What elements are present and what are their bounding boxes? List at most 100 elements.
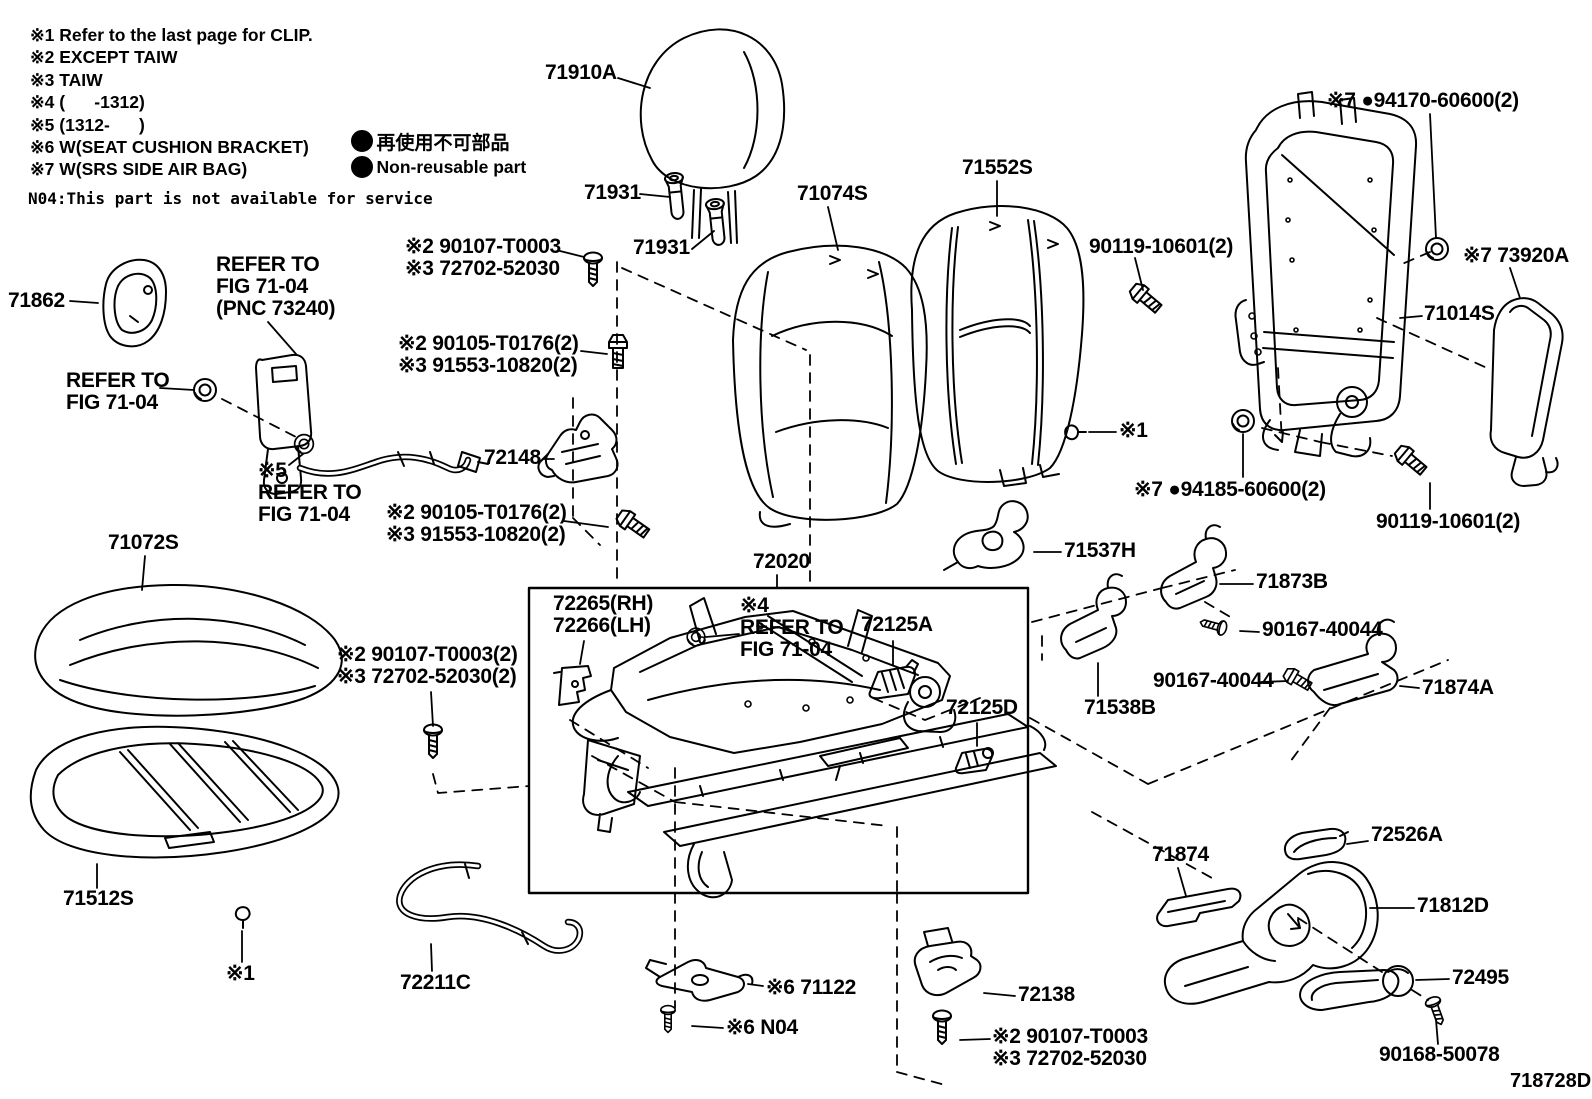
headrest-support-art-2 xyxy=(704,197,730,247)
nut-94170-art xyxy=(1425,237,1449,261)
legend-note-line: ※6 W(SEAT CUSHION BRACKET) xyxy=(30,137,309,158)
bolt-90119-top-art xyxy=(1126,279,1166,317)
part-label-94170: ※7 ●94170-60600(2) xyxy=(1327,89,1519,112)
screw-90107-mid-art xyxy=(423,723,443,759)
screw-90167-top-art xyxy=(1197,614,1229,637)
non-reusable-bullets xyxy=(351,130,373,178)
bolt-90105-top-art xyxy=(608,334,628,369)
part-label-72125D: 72125D xyxy=(946,696,1018,719)
assembly-dashed-lines xyxy=(221,251,1488,1086)
bracket-71873B-art xyxy=(1160,524,1228,610)
part-label-clip-2: ※1 xyxy=(1119,419,1148,442)
bolt-90105-low-art xyxy=(613,506,653,542)
part-label-refer-left: REFER TO FIG 71-04 xyxy=(66,369,170,414)
part-label-71873B: 71873B xyxy=(1256,570,1328,593)
part-label-90119-b: 90119-10601(2) xyxy=(1376,510,1521,533)
part-label-clip-1: ※1 xyxy=(226,962,255,985)
retainer-72125A-art xyxy=(868,659,919,700)
part-label-71874: 71874 xyxy=(1152,843,1209,866)
legend-note-line: ※3 TAIW xyxy=(30,69,103,90)
part-label-94185: ※7 ●94185-60600(2) xyxy=(1134,478,1326,501)
part-label-73920A: ※7 73920A xyxy=(1463,244,1569,267)
dashed-arrowhead xyxy=(1274,431,1284,443)
shield-71812D-art xyxy=(1164,861,1379,1005)
leader-lines xyxy=(69,77,1521,1045)
part-label-71072S: 71072S xyxy=(108,531,179,554)
seat-track-assembly-art xyxy=(527,586,1057,899)
retainer-72265-art xyxy=(553,665,592,706)
non-reusable-label-en: Non-reusable part xyxy=(376,156,527,177)
non-reusable-bullet-icon: ● xyxy=(352,127,367,155)
part-label-90107-c: ※2 90107-T0003 ※3 72702-52030 xyxy=(992,1025,1148,1070)
diagram-id: 718728D xyxy=(1510,1070,1592,1092)
part-label-71931-b: 71931 xyxy=(633,236,690,259)
part-label-71552S: 71552S xyxy=(962,156,1033,179)
seatback-cover-front-art xyxy=(732,244,928,528)
part-label-90167-b: 90167-40044 xyxy=(1153,669,1274,692)
non-reusable-label-jp: 再使用不可部品 xyxy=(376,133,510,154)
side-airbag-art xyxy=(1489,297,1564,487)
part-label-71014S: 71014S xyxy=(1424,302,1495,325)
part-label-refer-4: ※4 REFER TO FIG 71-04 xyxy=(740,594,844,661)
bracket-72138-art xyxy=(913,927,982,997)
screw-90107-top-art xyxy=(583,251,603,287)
seatback-frame-art xyxy=(1234,91,1418,458)
part-label-90119-a: 90119-10601(2) xyxy=(1089,235,1234,258)
part-label-71862: 71862 xyxy=(8,289,65,312)
screw-90107-bottom-art xyxy=(932,1009,952,1045)
part-label-90105-b: ※2 90105-T0176(2) ※3 91553-10820(2) xyxy=(386,501,567,546)
part-label-71537H: 71537H xyxy=(1064,539,1136,562)
wire-72211C-art xyxy=(396,861,584,954)
part-label-refer-5: ※5 REFER TO FIG 71-04 xyxy=(258,459,362,526)
part-label-90167-a: 90167-40044 xyxy=(1262,618,1383,641)
bracket-71537H-art xyxy=(943,500,1029,571)
part-label-90107-a: ※2 90107-T0003 ※3 72702-52030 xyxy=(405,235,561,280)
clip-note1-left-art xyxy=(234,906,251,929)
non-reusable-legend-en: ● Non-reusable part xyxy=(352,155,526,179)
handle-72495-art xyxy=(1299,965,1414,1011)
part-label-72495: 72495 xyxy=(1452,966,1509,989)
bolt-90119-low-art xyxy=(1391,441,1431,479)
part-label-71074S: 71074S xyxy=(797,182,868,205)
part-label-72148: 72148 xyxy=(484,446,541,469)
part-label-90105-a: ※2 90105-T0176(2) ※3 91553-10820(2) xyxy=(398,332,579,377)
part-label-N04: ※6 N04 xyxy=(726,1016,798,1039)
seatback-cover-rear-art xyxy=(910,205,1085,487)
retainer-72125D-art xyxy=(954,747,994,775)
part-label-71122: ※6 71122 xyxy=(766,976,856,999)
cap-72526A-art xyxy=(1284,827,1349,861)
legend-note-line: ※2 EXCEPT TAIW xyxy=(30,47,178,68)
bracket-72148-art xyxy=(537,413,619,484)
legend-note-line: ※1 Refer to the last page for CLIP. xyxy=(30,25,313,45)
legend-note-line: ※5 (1312- ) xyxy=(30,114,145,135)
clip-note1-right-art xyxy=(1064,424,1087,441)
part-label-90107-b: ※2 90107-T0003(2) ※3 72702-52030(2) xyxy=(337,643,518,688)
legend-note-line: ※4 ( -1312) xyxy=(30,92,145,113)
cushion-cover-art xyxy=(34,583,343,717)
part-label-72020: 72020 xyxy=(753,550,810,573)
nut-94185-art xyxy=(1231,409,1255,433)
part-label-72211C: 72211C xyxy=(400,971,471,994)
non-reusable-bullet-icon: ● xyxy=(352,153,367,180)
headrest-art xyxy=(639,28,786,244)
part-label-72265: 72265(RH) 72266(LH) xyxy=(553,592,654,637)
screw-N04-art xyxy=(659,1004,677,1034)
part-label-71812D: 71812D xyxy=(1417,894,1489,917)
legend-notes: ※1 Refer to the last page for CLIP.※2 EX… xyxy=(30,24,313,181)
part-label-71931-a: 71931 xyxy=(584,181,641,204)
bracket-71874A-art xyxy=(1307,618,1399,706)
service-availability-note: N04:This part is not available for servi… xyxy=(28,189,433,208)
part-label-71874A: 71874A xyxy=(1422,676,1494,699)
part-label-71538B: 71538B xyxy=(1084,696,1156,719)
part-label-72526A: 72526A xyxy=(1371,823,1443,846)
bracket-71538B-art xyxy=(1060,573,1127,660)
bracket-71874-art xyxy=(1156,887,1242,928)
part-label-90168: 90168-50078 xyxy=(1379,1043,1500,1066)
nut-refer-left-art xyxy=(193,378,217,402)
bracket-71122-art xyxy=(645,959,754,1002)
legend-note-line: ※7 W(SRS SIDE AIR BAG) xyxy=(30,159,248,180)
part-label-72125A: 72125A xyxy=(861,613,933,636)
cushion-pad-art xyxy=(29,725,340,859)
